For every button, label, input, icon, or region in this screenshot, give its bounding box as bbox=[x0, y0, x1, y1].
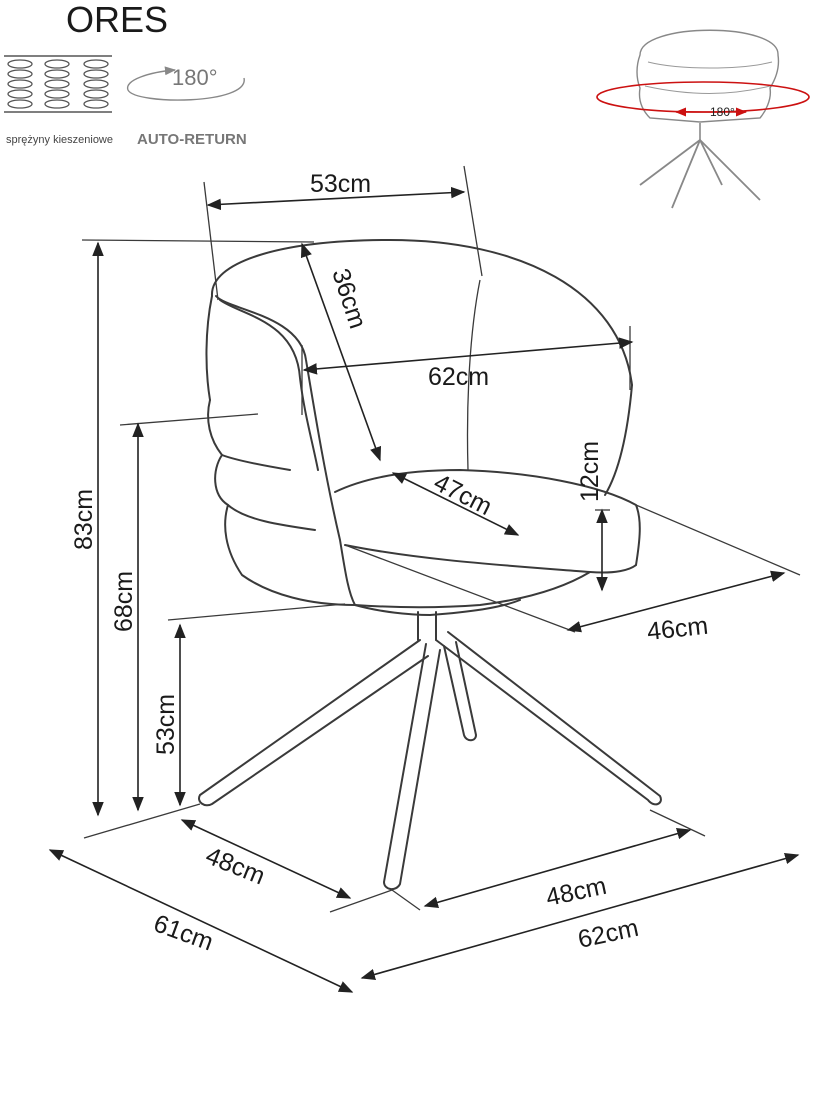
chair-outline bbox=[198, 239, 662, 890]
dim-total-width: 62cm bbox=[575, 914, 641, 954]
dim-seat-depth: 47cm bbox=[429, 468, 496, 521]
dim-seat-height: 53cm bbox=[152, 694, 180, 755]
dim-total-depth: 61cm bbox=[150, 909, 217, 956]
dimension-lines bbox=[48, 165, 801, 993]
rotation-degrees-label: 180° bbox=[172, 65, 218, 90]
dim-backrest-width: 53cm bbox=[310, 170, 371, 198]
dim-armrest-height: 68cm bbox=[110, 571, 138, 632]
dim-seat-width: 46cm bbox=[646, 612, 710, 646]
swivel-chair-thumbnail bbox=[596, 29, 810, 209]
rotation-arrow-icon bbox=[127, 66, 245, 101]
dim-seat-cushion-height: 12cm bbox=[576, 441, 604, 502]
dim-armrest-width: 62cm bbox=[428, 363, 489, 391]
product-title: ORES bbox=[66, 0, 168, 40]
swivel-degrees-label: 180° bbox=[710, 105, 735, 119]
auto-return-label: AUTO-RETURN bbox=[137, 131, 247, 148]
dim-base-depth: 48cm bbox=[202, 842, 269, 891]
springs-label: sprężyny kieszeniowe bbox=[6, 134, 113, 146]
dim-total-height: 83cm bbox=[70, 489, 98, 550]
pocket-springs-icon bbox=[4, 55, 112, 113]
dim-base-width: 48cm bbox=[543, 872, 609, 912]
dim-backrest-height: 36cm bbox=[326, 265, 372, 332]
